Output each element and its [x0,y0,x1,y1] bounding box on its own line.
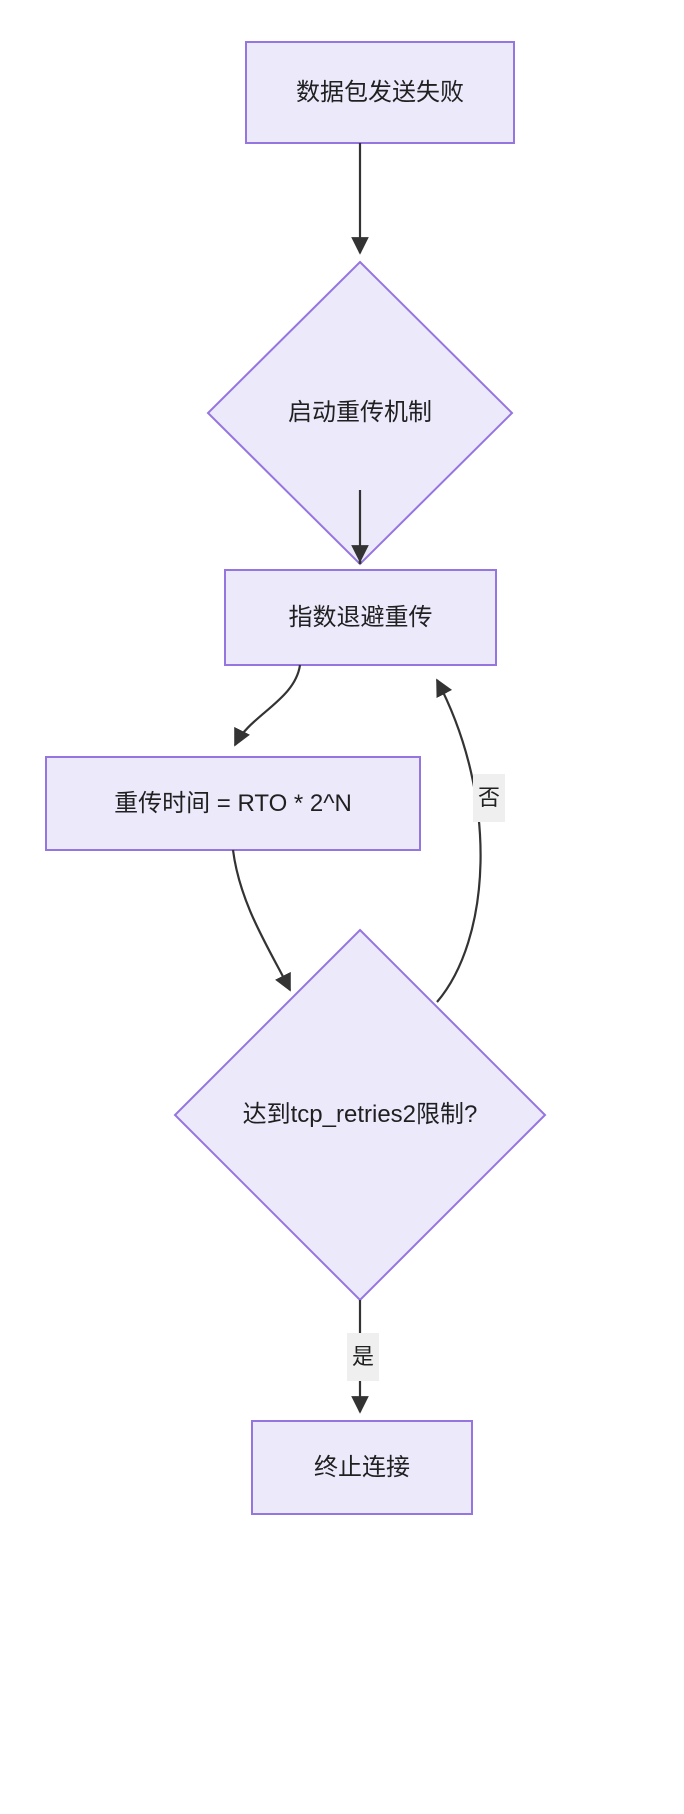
edge-n5-n3-no [436,678,482,1003]
node-shape-n3[interactable] [224,569,497,666]
node-shape-n4[interactable] [45,756,421,851]
edge-n4-n5 [231,849,291,992]
node-shape-n6[interactable] [251,1420,473,1515]
edge-n3-n4 [234,664,302,747]
node-shape-n5[interactable] [173,928,547,1302]
edge-label-yes: 是 [347,1333,379,1381]
edge-label-no: 否 [473,774,505,822]
node-shape-n1[interactable] [245,41,515,144]
